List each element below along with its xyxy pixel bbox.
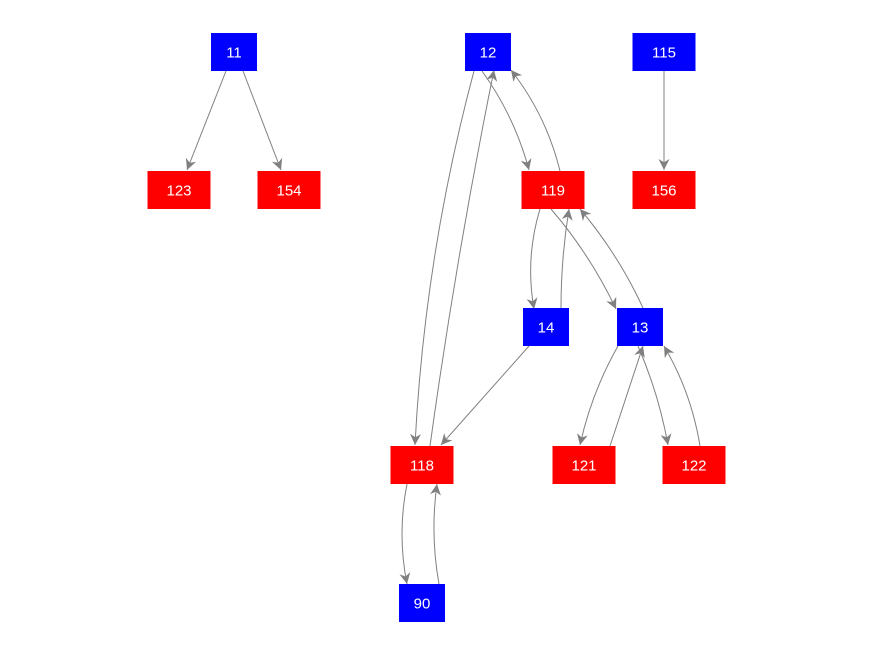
node-90[interactable]: 90 [399, 584, 445, 622]
node-12[interactable]: 12 [465, 33, 511, 71]
node-label: 119 [541, 183, 565, 200]
edge-121-to-13 [609, 345, 645, 447]
edge-119-to-14 [526, 208, 541, 310]
node-154[interactable]: 154 [257, 171, 321, 209]
edge-122-to-13 [663, 345, 701, 447]
node-box [147, 171, 211, 209]
node-label: 115 [652, 45, 676, 62]
node-box [617, 308, 663, 346]
node-14[interactable]: 14 [523, 308, 569, 346]
node-box [465, 33, 511, 71]
node-121[interactable]: 121 [552, 446, 616, 484]
node-box [632, 33, 696, 71]
edge-11-to-123 [185, 70, 227, 171]
node-118[interactable]: 118 [390, 446, 454, 484]
node-box [552, 446, 616, 484]
node-label: 156 [651, 183, 676, 200]
node-156[interactable]: 156 [632, 171, 696, 209]
node-label: 12 [480, 45, 497, 62]
node-label: 121 [571, 458, 596, 475]
node-box [632, 171, 696, 209]
edge-14-to-119 [560, 208, 573, 309]
node-label: 14 [538, 320, 555, 337]
node-13[interactable]: 13 [617, 308, 663, 346]
node-box [399, 584, 445, 622]
edge-90-to-118 [430, 483, 441, 585]
edge-12-to-118 [410, 70, 475, 446]
edge-13-to-119 [579, 208, 644, 309]
node-label: 11 [226, 45, 242, 62]
edge-118-to-12 [429, 69, 498, 447]
edge-118-to-90 [399, 483, 411, 585]
node-box [662, 446, 726, 484]
node-box [521, 171, 585, 209]
node-label: 122 [681, 458, 706, 475]
node-box [211, 33, 257, 71]
nodes-layer: 11 12 115 123 154 119 156 14 13 118 121 122 90 [147, 33, 726, 622]
node-label: 90 [414, 596, 431, 613]
node-115[interactable]: 115 [632, 33, 696, 71]
edge-119-to-13 [550, 208, 617, 310]
edge-13-to-121 [576, 345, 619, 446]
node-119[interactable]: 119 [521, 171, 585, 209]
node-label: 123 [166, 183, 191, 200]
node-label: 154 [276, 183, 301, 200]
node-label: 118 [410, 458, 434, 475]
node-122[interactable]: 122 [662, 446, 726, 484]
node-123[interactable]: 123 [147, 171, 211, 209]
edge-11-to-154 [242, 70, 283, 171]
node-box [523, 308, 569, 346]
node-box [257, 171, 321, 209]
node-box [390, 446, 454, 484]
node-11[interactable]: 11 [211, 33, 257, 71]
edge-119-to-12 [510, 69, 561, 172]
edge-14-to-118 [440, 345, 530, 446]
edge-13-to-122 [637, 345, 672, 446]
node-label: 13 [632, 320, 649, 337]
edges-layer [185, 69, 701, 585]
